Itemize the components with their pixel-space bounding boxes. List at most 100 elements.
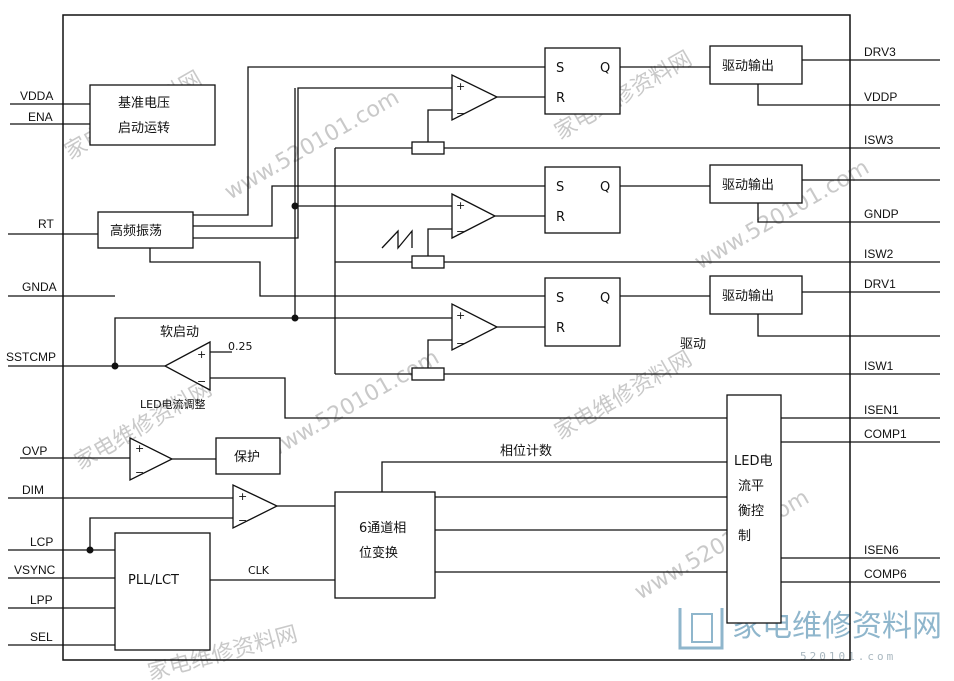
pin-isw3: ISW3 — [864, 133, 894, 147]
svg-text:−: − — [197, 375, 206, 388]
oscillator-block — [97, 211, 194, 249]
soft-start-section: + − — [111, 317, 727, 419]
svg-text:+: + — [456, 309, 465, 322]
drive-output-3-label: 驱动输出 — [722, 58, 774, 74]
drive-output-1 — [709, 275, 803, 315]
comparator-3 — [451, 73, 499, 122]
pin-sel: SEL — [30, 630, 53, 644]
drive-label: 驱动 — [680, 337, 706, 352]
pll-lct-label: PLL/LCT — [128, 573, 179, 588]
channel-3: + − S R Q 驱动输出 — [411, 45, 940, 155]
svg-text:R: R — [556, 91, 565, 106]
svg-text:R: R — [556, 321, 565, 336]
led-balance-label-3: 衡控 — [738, 504, 764, 519]
balance-pin-lines — [781, 417, 940, 583]
left-pin-lines — [8, 103, 233, 646]
dim-comparator — [232, 483, 279, 530]
drive-output-2 — [709, 164, 803, 204]
watermark-text: www.520101.com — [631, 485, 814, 605]
led-current-adjust-amp — [163, 340, 211, 392]
svg-text:−: − — [135, 466, 144, 479]
pin-comp1: COMP1 — [864, 427, 907, 441]
junction-dot — [291, 202, 299, 210]
drive-output-2-label: 驱动输出 — [722, 177, 774, 193]
flipflop-2 — [544, 166, 621, 234]
pin-dim: DIM — [22, 483, 44, 497]
svg-text:R: R — [556, 210, 565, 225]
ref-voltage-label-2: 启动运转 — [118, 121, 170, 136]
watermark-logo-url: 520101.com — [800, 650, 896, 663]
drive-output-3 — [709, 45, 803, 85]
led-balance-label-1: LED电 — [734, 454, 772, 469]
pin-drv1: DRV1 — [864, 277, 896, 291]
led-adjust-label: LED电流调整 — [140, 397, 206, 411]
ref-voltage-block — [89, 84, 216, 146]
svg-text:Q: Q — [600, 180, 610, 195]
pll-lct-block — [114, 532, 211, 651]
comparator-2 — [451, 192, 497, 240]
channel-2: + − S R Q 驱动输出 — [381, 164, 940, 269]
watermark-text: www.520101.com — [261, 345, 444, 465]
svg-text:+: + — [135, 442, 144, 455]
pin-isen1: ISEN1 — [864, 403, 899, 417]
pin-isen6: ISEN6 — [864, 543, 899, 557]
pin-isw2: ISW2 — [864, 247, 894, 261]
svg-text:+: + — [456, 80, 465, 93]
led-balance-label-2: 流平 — [738, 479, 764, 494]
pin-lpp: LPP — [30, 593, 53, 607]
watermark-text: 家电维修资料网 — [551, 347, 697, 446]
oscillator-label: 高频振荡 — [110, 223, 162, 239]
pin-lcp: LCP — [30, 535, 53, 549]
svg-text:−: − — [456, 337, 465, 350]
protect-block — [215, 437, 281, 475]
ref-voltage-label-1: 基准电压 — [118, 96, 170, 111]
flipflop-1 — [544, 277, 621, 347]
sawtooth-icon — [381, 229, 413, 250]
pin-drv3: DRV3 — [864, 45, 896, 59]
pin-vddp: VDDP — [864, 90, 897, 104]
pin-vsync: VSYNC — [14, 563, 56, 577]
phase-shift-label-1: 6通道相 — [359, 521, 406, 536]
pin-sstcmp: SSTCMP — [6, 350, 56, 364]
svg-text:Q: Q — [600, 291, 610, 306]
svg-text:+: + — [197, 348, 206, 361]
sense-resistor-2 — [411, 255, 445, 269]
svg-text:−: − — [238, 514, 247, 527]
pin-rt: RT — [38, 217, 54, 231]
channel-1: + − S R Q 驱动输出 — [411, 275, 940, 381]
pin-comp6: COMP6 — [864, 567, 907, 581]
phase-shift-block — [334, 491, 436, 599]
chip-outline — [62, 14, 851, 661]
pin-gndp: GNDP — [864, 207, 899, 221]
pin-vdda: VDDA — [20, 89, 53, 103]
sense-resistor-1 — [411, 367, 445, 381]
phase-shift-label-2: 位变换 — [359, 545, 398, 561]
clk-label: CLK — [248, 564, 270, 577]
svg-text:S: S — [556, 61, 564, 76]
ovp-comparator — [129, 436, 174, 482]
svg-text:+: + — [238, 490, 247, 503]
phase-count-label: 相位计数 — [500, 444, 552, 459]
comparator-1 — [451, 302, 499, 352]
svg-text:−: − — [456, 107, 465, 120]
vref-label: 0.25 — [228, 340, 253, 353]
pin-isw1: ISW1 — [864, 359, 894, 373]
isw-lines — [334, 147, 940, 375]
sense-resistor-3 — [411, 141, 445, 155]
pin-ena: ENA — [28, 110, 53, 124]
led-balance-block — [726, 394, 782, 624]
led-balance-label-4: 制 — [738, 529, 751, 544]
svg-text:+: + — [456, 199, 465, 212]
svg-text:S: S — [556, 291, 564, 306]
protect-label: 保护 — [234, 450, 260, 465]
watermark-logo: 家电维修资料网 520101.com — [678, 608, 942, 663]
pin-gnda: GNDA — [22, 280, 57, 294]
drive-output-1-label: 驱动输出 — [722, 288, 774, 304]
svg-text:Q: Q — [600, 61, 610, 76]
svg-text:S: S — [556, 180, 564, 195]
svg-text:−: − — [456, 225, 465, 238]
flipflop-3 — [544, 47, 621, 115]
pin-ovp: OVP — [22, 444, 47, 458]
soft-start-label: 软启动 — [160, 325, 199, 340]
